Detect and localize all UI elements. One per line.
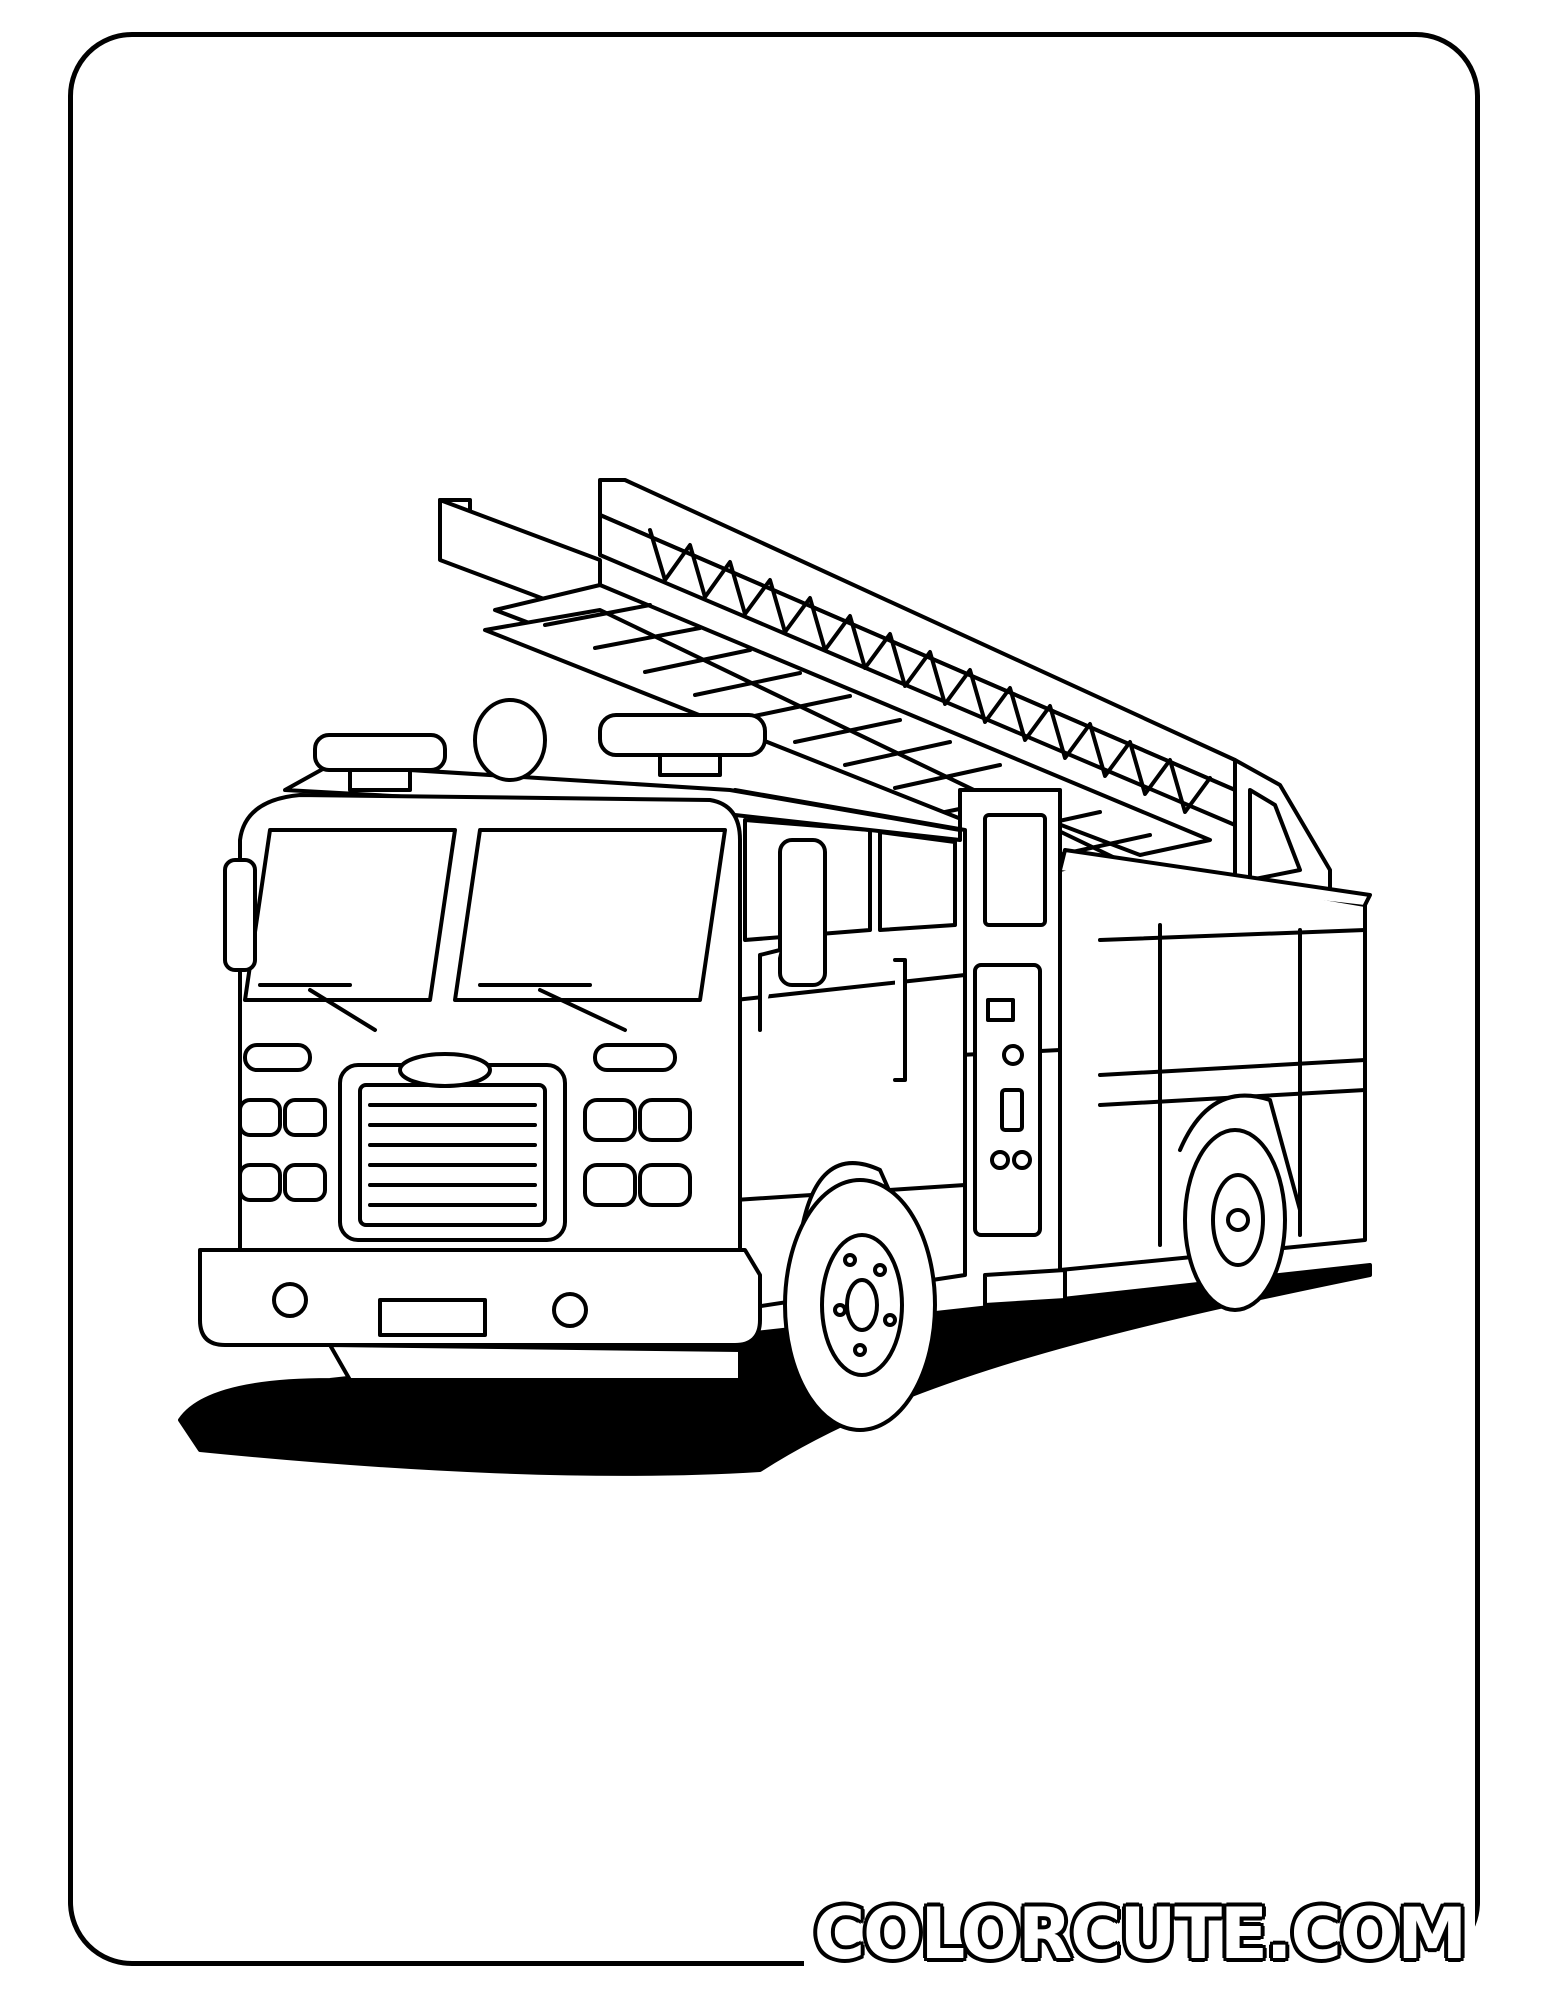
front-wheel [783,1161,937,1432]
truck-front [198,1043,762,1382]
watermark-logo: COLORCUTE.COM [803,1886,1475,1982]
ladder [438,478,1332,902]
side-step [983,1268,1067,1307]
roof-lights [313,698,767,792]
rear-wheel [1178,1093,1302,1312]
